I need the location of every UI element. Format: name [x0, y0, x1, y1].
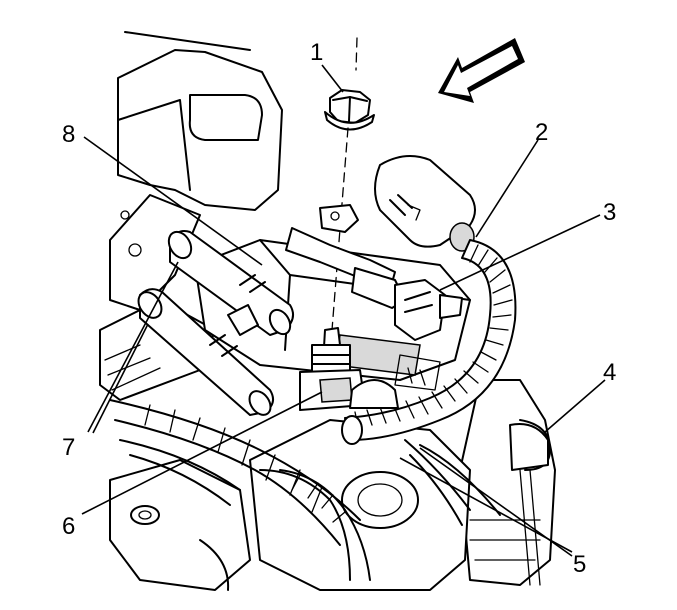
callout-8: 8 [62, 121, 75, 148]
lower-wiring-bundle [109, 399, 541, 586]
leader-7b [92, 323, 149, 434]
nut-part [324, 89, 375, 131]
callout-5: 5 [573, 551, 586, 578]
callout-4: 4 [603, 359, 616, 386]
sensor-part [299, 327, 366, 411]
callout-2: 2 [535, 119, 548, 146]
callout-labels: 1 2 3 4 5 6 7 8 [62, 39, 616, 578]
leader-3 [439, 214, 601, 291]
direction-arrow-highlight [444, 46, 518, 96]
leader-lines [81, 64, 606, 557]
connector-housing [374, 155, 476, 252]
callout-6: 6 [62, 513, 75, 540]
electrical-connector [351, 267, 463, 341]
leader-4 [544, 379, 606, 433]
alignment-line [331, 37, 358, 331]
leader-2 [475, 139, 539, 238]
module-body [194, 239, 471, 391]
corrugated-harness [341, 239, 517, 445]
callout-7: 7 [62, 434, 75, 461]
callout-1: 1 [310, 39, 323, 66]
leader-5b [419, 447, 573, 557]
leader-7a [87, 261, 179, 433]
callout-3: 3 [603, 199, 616, 226]
leader-1 [321, 64, 344, 93]
leader-6 [81, 391, 323, 515]
tubes-lower [137, 288, 275, 416]
dome-part [349, 379, 549, 471]
leader-8 [83, 136, 263, 266]
